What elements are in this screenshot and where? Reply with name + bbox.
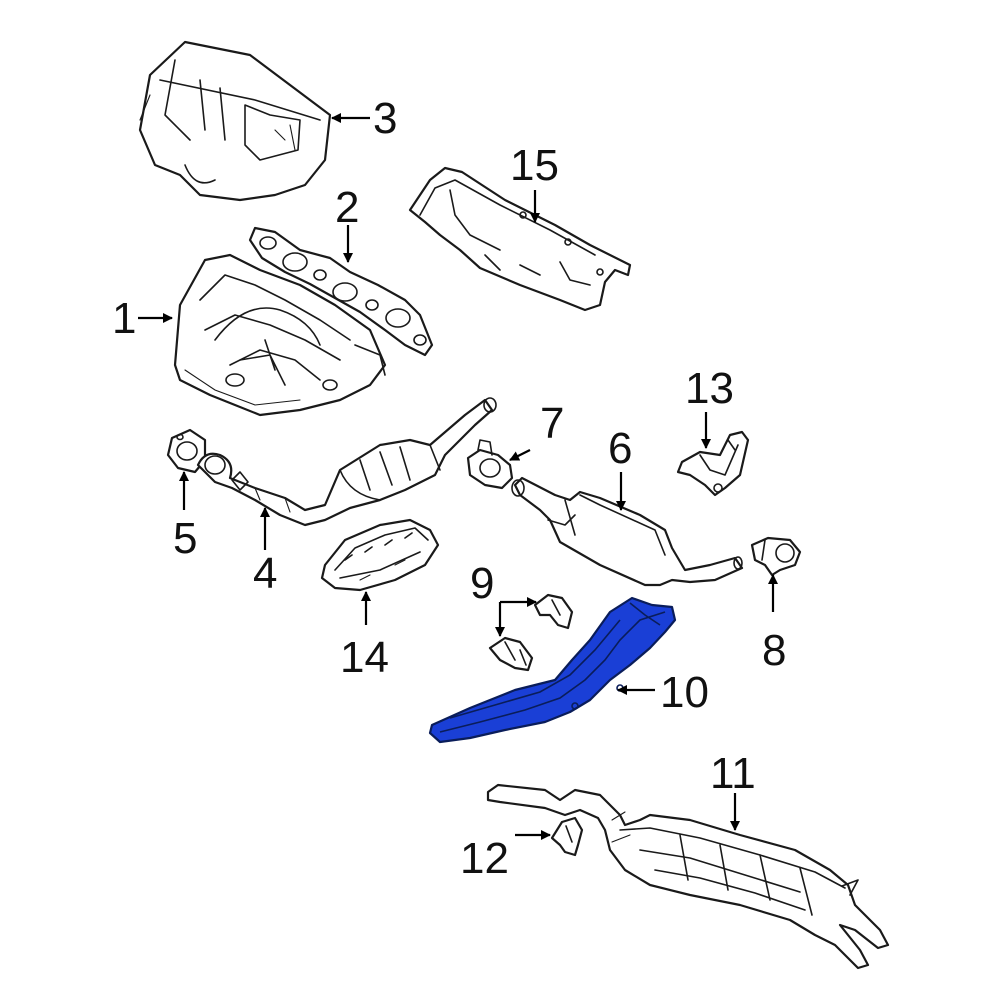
callout-7: 7 bbox=[540, 399, 564, 448]
callout-3: 3 bbox=[373, 94, 397, 143]
part-9-hanger-upper[interactable] bbox=[533, 593, 574, 630]
part-8-clamp[interactable] bbox=[750, 536, 802, 577]
part-3-engine-cover[interactable] bbox=[138, 40, 332, 202]
part-13-hanger-bracket[interactable] bbox=[676, 430, 750, 497]
part-15-heat-shield[interactable] bbox=[408, 166, 632, 312]
part-6-center-muffler[interactable] bbox=[511, 476, 744, 587]
callout-15: 15 bbox=[510, 141, 559, 190]
part-2-manifold-gasket[interactable] bbox=[248, 226, 434, 357]
part-4-front-pipe-converter[interactable] bbox=[196, 397, 497, 527]
callout-labels: 1 2 3 4 5 6 7 8 9 10 11 12 13 14 15 bbox=[112, 94, 786, 883]
leader-7 bbox=[509, 449, 531, 461]
leader-lines bbox=[138, 113, 778, 840]
part-14-lower-heat-shield[interactable] bbox=[320, 518, 440, 592]
callout-2: 2 bbox=[335, 183, 359, 232]
part-7-clamp[interactable] bbox=[466, 439, 514, 490]
callout-14: 14 bbox=[340, 633, 389, 682]
callout-9: 9 bbox=[470, 559, 494, 608]
callout-8: 8 bbox=[762, 626, 786, 675]
part-10-heat-shield-highlighted[interactable] bbox=[428, 596, 677, 744]
callout-6: 6 bbox=[608, 424, 632, 473]
part-12-hanger[interactable] bbox=[550, 816, 584, 857]
callout-5: 5 bbox=[173, 514, 197, 563]
callout-1: 1 bbox=[112, 294, 136, 343]
part-9-hanger-lower[interactable] bbox=[488, 636, 534, 672]
callout-12: 12 bbox=[460, 834, 509, 883]
callout-11: 11 bbox=[710, 749, 756, 798]
callout-10: 10 bbox=[660, 668, 709, 717]
part-1-exhaust-manifold[interactable] bbox=[173, 253, 387, 417]
callout-13: 13 bbox=[685, 364, 734, 413]
part-11-rear-muffler[interactable] bbox=[486, 783, 890, 970]
callout-4: 4 bbox=[253, 549, 277, 598]
